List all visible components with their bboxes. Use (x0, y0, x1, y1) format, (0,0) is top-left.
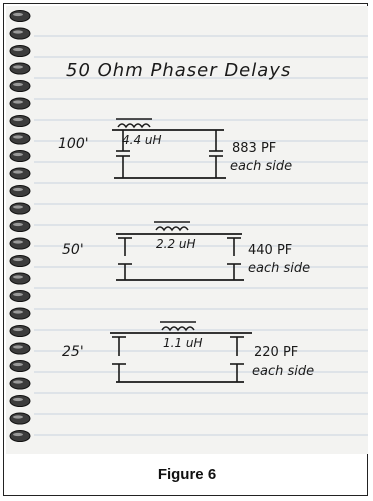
figure-caption: Figure 6 (157, 465, 217, 483)
spiral-highlight (13, 100, 23, 104)
inductor-coil (155, 226, 189, 232)
spiral-ring (9, 290, 31, 302)
spiral-ring (9, 395, 31, 407)
spiral-ring (9, 430, 31, 442)
circuit-25ft: 25' 1.1 uH 220 PF each side (62, 321, 314, 383)
spiral-ring (9, 412, 31, 425)
spiral-ring (9, 342, 31, 355)
spiral-highlight (13, 292, 23, 297)
diagram-title: 50 Ohm Phaser Delays (66, 60, 291, 81)
spiral-highlight (13, 310, 23, 314)
spiral-highlight (13, 240, 23, 244)
spiral-highlight (13, 12, 23, 17)
spiral-highlight (13, 327, 23, 332)
inductor-coil (161, 326, 195, 332)
capacitance-value: 440 PF (248, 243, 292, 258)
spiral-highlight (13, 345, 23, 349)
inductor-value: 2.2 uH (156, 237, 196, 251)
spiral-ring (9, 377, 31, 390)
spiral-ring (9, 45, 31, 57)
length-label: 25' (62, 344, 84, 360)
inductor-value: 4.4 uH (122, 133, 162, 147)
paper (6, 6, 368, 454)
spiral-ring (9, 185, 31, 197)
spiral-ring (9, 202, 31, 215)
spiral-highlight (13, 222, 23, 227)
spiral-ring (9, 27, 31, 40)
notebook-page: 50 Ohm Phaser Delays 100' 4.4 uH 883 PF … (6, 6, 368, 454)
spiral-highlight (13, 380, 23, 384)
spiral-ring (9, 97, 31, 110)
spiral-ring (9, 132, 31, 145)
spiral-highlight (13, 135, 23, 139)
spiral-highlight (13, 170, 23, 174)
spiral-ring (9, 272, 31, 285)
spiral-ring (9, 115, 31, 127)
spiral-ring (9, 150, 31, 162)
capacitance-value: 220 PF (254, 345, 298, 360)
spiral-highlight (13, 362, 23, 367)
spiral-highlight (13, 415, 23, 419)
capacitance-value: 883 PF (232, 141, 276, 156)
spiral-ring (9, 237, 31, 250)
spiral-highlight (13, 397, 23, 402)
spiral-ring (9, 62, 31, 75)
notebook-photo: 50 Ohm Phaser Delays 100' 4.4 uH 883 PF … (6, 6, 368, 454)
spiral-highlight (13, 30, 23, 34)
capacitance-note: each side (248, 261, 310, 276)
spiral-highlight (13, 117, 23, 122)
circuit-50ft: 50' 2.2 uH 440 PF each side (62, 221, 310, 281)
spiral-ring (9, 220, 31, 232)
capacitance-note: each side (230, 159, 292, 174)
spiral-ring (9, 307, 31, 320)
spiral-ring (9, 255, 31, 267)
spiral-highlight (13, 65, 23, 69)
spiral-ring (9, 10, 31, 22)
spiral-highlight (13, 205, 23, 209)
spiral-highlight (13, 47, 23, 52)
length-label: 50' (62, 242, 84, 258)
spiral-ring (9, 360, 31, 372)
length-label: 100' (58, 136, 89, 152)
spiral-ring (9, 325, 31, 337)
inductor-coil (117, 123, 151, 129)
spiral-highlight (13, 432, 23, 437)
spiral-highlight (13, 187, 23, 192)
circuit-100ft: 100' 4.4 uH 883 PF each side (58, 118, 292, 179)
inductor-value: 1.1 uH (163, 336, 203, 350)
spiral-highlight (13, 275, 23, 279)
spiral-ring (9, 167, 31, 180)
spiral-highlight (13, 82, 23, 87)
capacitance-note: each side (252, 364, 314, 379)
spiral-binding (9, 10, 31, 442)
spiral-highlight (13, 257, 23, 262)
spiral-ring (9, 80, 31, 92)
spiral-highlight (13, 152, 23, 157)
ruled-lines (34, 35, 368, 436)
